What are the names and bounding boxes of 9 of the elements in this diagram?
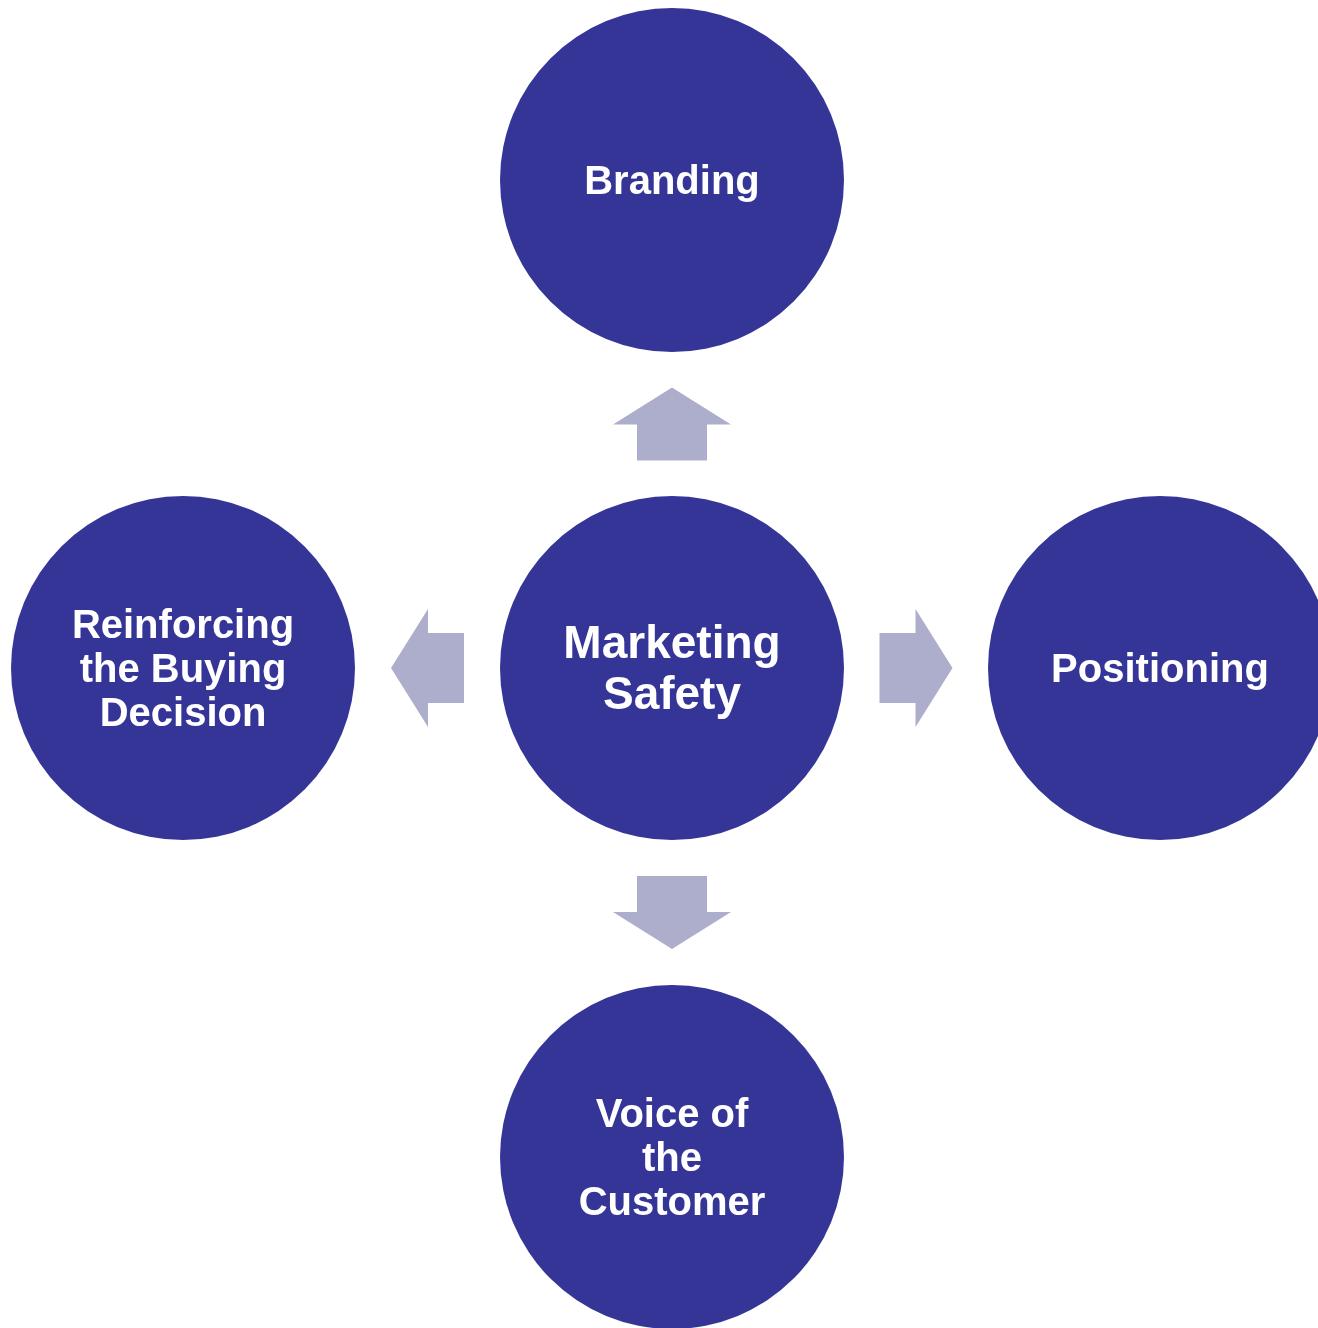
topic-label: Positioning bbox=[1050, 646, 1270, 690]
topic-label: Branding bbox=[583, 158, 761, 202]
topic-label: Marketing Safety bbox=[562, 617, 782, 719]
block-arrow bbox=[613, 876, 731, 949]
block-arrow bbox=[391, 609, 464, 727]
topic-label: Voice of the Customer bbox=[577, 1091, 767, 1223]
topic-label: Reinforcing the Buying Decision bbox=[70, 602, 296, 734]
block-arrow bbox=[879, 609, 953, 727]
block-arrow bbox=[613, 387, 731, 461]
